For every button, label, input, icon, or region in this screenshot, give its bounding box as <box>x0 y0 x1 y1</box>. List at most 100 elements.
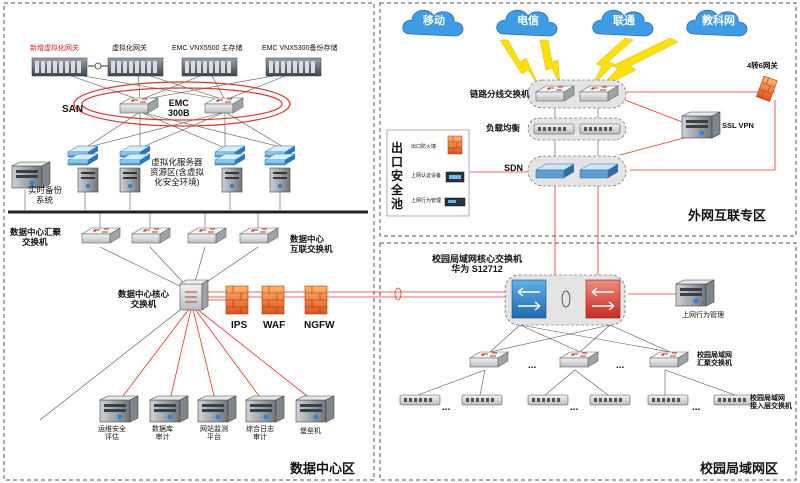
lb-label: 负载均衡 <box>486 123 521 133</box>
cloud-mobile-label: 移动 <box>423 15 445 27</box>
emc-label-line1: EMC <box>168 98 189 108</box>
campus-dots-1: ... <box>528 360 537 371</box>
ips-label: IPS <box>231 320 248 331</box>
vnx5500-label: EMC VNX5500 主存储 <box>172 45 243 52</box>
campus-core-line2: 华为 S12712 <box>451 264 503 275</box>
behavior-device-label: 上网行为管理 <box>411 198 442 204</box>
san-label: SAN <box>62 104 84 115</box>
vm-stack-3 <box>214 145 246 166</box>
vgateway-device <box>107 57 164 77</box>
campus-dots-3: ... <box>442 402 451 413</box>
virtual-zone-label: 虚拟化服务器 资源区(含虚拟 化安全环境) <box>150 157 204 187</box>
san-ring-outer <box>73 81 291 127</box>
gw46-label: 4转6网关 <box>747 61 778 70</box>
lb-device-right <box>579 123 621 135</box>
campus-dots-5: ... <box>692 402 701 413</box>
vgateway-label: 虚拟化网关 <box>112 45 147 52</box>
waf-appliance <box>261 285 285 315</box>
backup-line2: 系统 <box>36 194 54 205</box>
backup-line1: 实时备份 <box>28 185 63 195</box>
backup-label: 实时备份 系统 <box>28 185 63 206</box>
vnx5300-device <box>265 57 322 77</box>
exit-firewall-icon <box>447 135 463 155</box>
datacenter-zone-label: 数据中心区 <box>290 461 356 476</box>
san-switch-right <box>204 97 244 114</box>
dc-server-4-line2: 审计 <box>253 434 267 442</box>
ssl-vpn-server <box>681 111 721 139</box>
campus-access-switch-3 <box>527 394 569 406</box>
sdn-group <box>527 155 627 187</box>
new-gateway-device <box>31 57 88 77</box>
dc-server-4-label: 综合日志审计 <box>246 426 274 442</box>
campus-zone-label: 校园局域网区 <box>700 461 779 476</box>
dc-core-label: 数据中心核心 交换机 <box>118 289 170 310</box>
dc-core-line1: 数据中心核心 <box>118 289 170 299</box>
ngfw-appliance <box>304 285 328 315</box>
campus-dots-2: ... <box>616 360 625 371</box>
dc-core-switch <box>179 279 209 311</box>
san-ring-inner <box>81 87 283 121</box>
campus-access-switch-6 <box>713 394 755 406</box>
dc-server-1-label: 运维安全评估 <box>98 426 126 442</box>
lb-group <box>527 117 627 141</box>
campus-agg-line2: 汇聚交换机 <box>697 360 732 368</box>
auth-device-label: 上网认证设备 <box>411 173 442 179</box>
campus-acc-line2: 接入层交换机 <box>750 403 792 411</box>
dc-server-3-line2: 平台 <box>207 434 221 442</box>
dc-server-3 <box>197 395 237 423</box>
vm-stack-1 <box>67 145 99 166</box>
dc-server-5-label: 堡垒机 <box>300 428 321 436</box>
emc-san-switch-label: EMC 300B <box>168 98 190 119</box>
campus-acc-line1: 校园局域网 <box>750 395 785 402</box>
waf-label: WAF <box>263 320 286 331</box>
cloud-telecom-label: 电信 <box>517 15 539 27</box>
campus-behavior-server <box>675 279 715 307</box>
dc-agg-label: 数据中心汇聚 交换机 <box>10 227 62 248</box>
campus-behavior-label: 上网行为管理 <box>682 312 724 319</box>
dc-inter-line2: 互联交换机 <box>290 243 333 254</box>
campus-access-label: 校园局域网 接入层交换机 <box>750 395 792 411</box>
dc-agg-switch-4 <box>239 227 279 244</box>
dc-server-1-line1: 运维安全 <box>98 426 126 433</box>
dc-agg-line2: 交换机 <box>22 236 48 247</box>
link-switch-label: 链路分线交换机 <box>470 89 530 99</box>
dc-server-1-line2: 评估 <box>105 434 119 442</box>
virtual-line1: 虚拟化服务器 <box>151 157 203 167</box>
cloud-unicom-label: 联通 <box>613 15 635 27</box>
new-gateway-label: 新增虚拟化网关 <box>30 45 79 52</box>
dc-server-5-line1: 堡垒机 <box>300 428 321 435</box>
campus-access-switch-1 <box>399 394 441 406</box>
campus-core-switch-left <box>511 279 547 319</box>
exit-pool-label: 出口安全池 <box>391 141 404 211</box>
lb-device-left <box>533 123 575 135</box>
dc-agg-line1: 数据中心汇聚 <box>10 227 62 237</box>
campus-agg-switch-1 <box>469 351 509 368</box>
dc-agg-switch-2 <box>131 227 171 244</box>
dc-agg-switch-1 <box>81 227 121 244</box>
internet-zone-label: 外网互联专区 <box>688 208 767 223</box>
dc-server-1 <box>99 395 139 423</box>
campus-dots-4: ... <box>570 402 579 413</box>
dc-inter-line1: 数据中心 <box>290 234 325 244</box>
link-switch-left <box>535 85 575 102</box>
campus-access-switch-2 <box>461 394 503 406</box>
san-switch-left <box>119 97 159 114</box>
dc-interconnect-label: 数据中心 互联交换机 <box>290 234 333 255</box>
dc-agg-switch-3 <box>187 227 227 244</box>
campus-core-label: 校园局域网核心交换机 华为 S12712 <box>432 254 522 275</box>
dc-server-3-line1: 网站监测 <box>200 426 228 433</box>
exit-firewall-label: 出口防火墙 <box>411 144 437 150</box>
campus-core-switch-right <box>585 279 621 319</box>
ssl-vpn-label: SSL VPN <box>722 121 754 130</box>
dc-server-5 <box>295 395 335 423</box>
emc-label-line2: 300B <box>168 108 190 119</box>
vnx5500-device <box>181 57 238 77</box>
ngfw-label: NGFW <box>304 320 335 331</box>
campus-agg-label: 校园局域网 汇聚交换机 <box>697 352 732 368</box>
vm-stack-4 <box>264 145 296 166</box>
dc-server-2-label: 数据库审计 <box>152 426 173 442</box>
virtual-line2: 资源区(含虚拟 <box>150 166 204 177</box>
gw46-device <box>756 75 778 102</box>
